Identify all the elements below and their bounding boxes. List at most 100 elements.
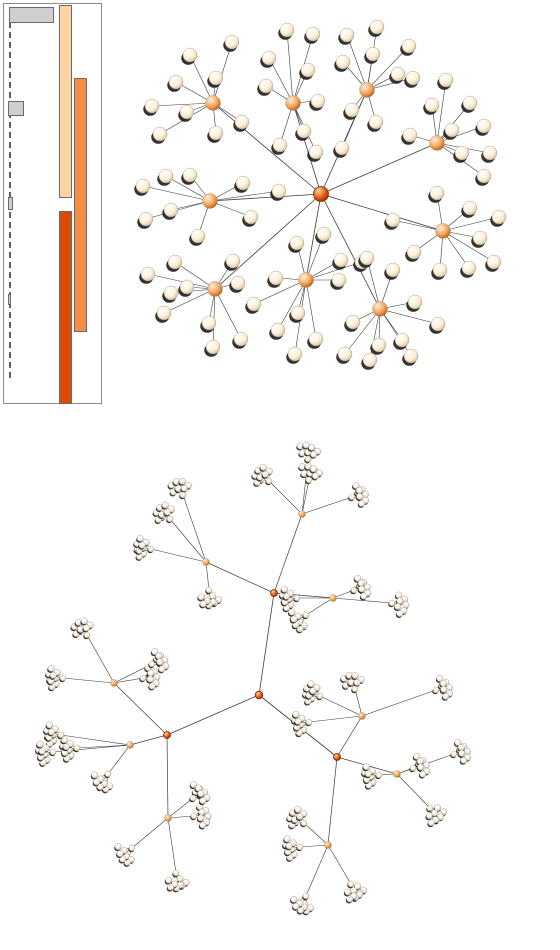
tree-level-3-node[interactable] xyxy=(305,476,313,485)
tree-leaf-node[interactable] xyxy=(148,682,156,691)
radial-leaf-node[interactable] xyxy=(384,212,401,230)
radial-hub-node-9[interactable] xyxy=(372,301,388,317)
tree-leaf-node[interactable] xyxy=(62,743,70,752)
tree-leaf-node[interactable] xyxy=(47,728,55,737)
tree-leaf-node[interactable] xyxy=(439,685,448,694)
radial-leaf-node[interactable] xyxy=(431,262,448,280)
tree-leaf-node[interactable] xyxy=(259,463,267,472)
radial-leaf-node[interactable] xyxy=(315,226,332,244)
radial-hub-node-3[interactable] xyxy=(359,82,375,98)
radial-leaf-node[interactable] xyxy=(475,168,492,186)
tree-level-3-node[interactable] xyxy=(59,674,67,683)
tree-leaf-node[interactable] xyxy=(343,888,352,897)
tree-level-2-node[interactable] xyxy=(329,594,337,602)
radial-leaf-node[interactable] xyxy=(207,125,224,143)
tree-leaf-node[interactable] xyxy=(114,843,122,852)
tree-leaf-node[interactable] xyxy=(309,465,317,474)
radial-leaf-node[interactable] xyxy=(367,114,384,132)
tree-leaf-node[interactable] xyxy=(288,608,296,617)
radial-leaf-node[interactable] xyxy=(453,145,470,163)
radial-leaf-node[interactable] xyxy=(471,230,488,248)
tree-level-3-node[interactable] xyxy=(147,545,155,554)
tree-level-3-node[interactable] xyxy=(57,731,65,740)
tree-leaf-node[interactable] xyxy=(196,814,205,823)
tree-level-3-node[interactable] xyxy=(128,844,136,853)
radial-leaf-node[interactable] xyxy=(204,339,221,357)
tree-leaf-node[interactable] xyxy=(292,710,300,719)
tree-leaf-node[interactable] xyxy=(37,753,45,762)
radial-leaf-node[interactable] xyxy=(389,66,406,84)
radial-leaf-node[interactable] xyxy=(384,262,401,280)
tree-level-3-node[interactable] xyxy=(139,674,147,683)
tree-leaf-node[interactable] xyxy=(90,771,99,780)
tree-leaf-node[interactable] xyxy=(345,895,354,904)
radial-leaf-node[interactable] xyxy=(178,279,195,297)
tree-leaf-node[interactable] xyxy=(198,797,207,806)
tree-level-3-node[interactable] xyxy=(432,686,440,695)
radial-leaf-node[interactable] xyxy=(162,202,179,220)
tree-leaf-node[interactable] xyxy=(49,671,57,680)
tree-leaf-node[interactable] xyxy=(292,902,300,911)
radial-leaf-node[interactable] xyxy=(271,137,288,155)
radial-leaf-node[interactable] xyxy=(137,211,154,229)
radial-leaf-node[interactable] xyxy=(134,178,151,196)
tree-leaf-node[interactable] xyxy=(47,664,55,673)
radial-leaf-node[interactable] xyxy=(443,122,460,140)
radial-leaf-node[interactable] xyxy=(181,167,198,185)
tree-level-3-node[interactable] xyxy=(302,611,310,620)
tree-leaf-node[interactable] xyxy=(62,754,71,763)
radial-leaf-node[interactable] xyxy=(166,254,183,272)
tree-level-2-node[interactable] xyxy=(358,712,366,720)
tree-leaf-node[interactable] xyxy=(416,763,425,772)
radial-leaf-node[interactable] xyxy=(242,209,259,227)
radial-leaf-node[interactable] xyxy=(370,337,387,355)
radial-leaf-node[interactable] xyxy=(490,209,507,227)
tree-leaf-node[interactable] xyxy=(96,783,104,792)
tree-level-3-node[interactable] xyxy=(302,892,310,901)
tree-leaf-node[interactable] xyxy=(427,819,435,828)
tree-leaf-node[interactable] xyxy=(135,553,143,561)
radial-leaf-node[interactable] xyxy=(336,346,353,364)
radial-leaf-node[interactable] xyxy=(406,294,423,312)
radial-leaf-node[interactable] xyxy=(200,315,217,333)
radial-leaf-node[interactable] xyxy=(269,322,286,340)
tree-leaf-node[interactable] xyxy=(282,592,291,601)
tree-leaf-node[interactable] xyxy=(290,895,298,904)
radial-leaf-node[interactable] xyxy=(429,316,446,334)
radial-leaf-node[interactable] xyxy=(364,46,381,64)
tree-leaf-node[interactable] xyxy=(345,671,353,680)
tree-leaf-node[interactable] xyxy=(395,610,404,619)
tree-leaf-node[interactable] xyxy=(290,816,299,825)
tree-leaf-node[interactable] xyxy=(161,501,169,510)
radial-leaf-node[interactable] xyxy=(344,314,361,332)
tree-leaf-node[interactable] xyxy=(309,687,317,696)
tree-leaf-node[interactable] xyxy=(38,747,46,756)
tree-leaf-node[interactable] xyxy=(418,770,427,779)
tree-leaf-node[interactable] xyxy=(60,736,68,745)
tree-level-3-node[interactable] xyxy=(179,491,187,500)
tree-leaf-node[interactable] xyxy=(135,547,143,555)
radial-leaf-node[interactable] xyxy=(143,98,160,116)
tree-leaf-node[interactable] xyxy=(357,500,366,508)
tree-level-3-node[interactable] xyxy=(205,586,213,595)
radial-leaf-node[interactable] xyxy=(278,22,295,40)
radial-hub-node-5[interactable] xyxy=(202,193,218,209)
tree-leaf-node[interactable] xyxy=(253,479,261,487)
tree-leaf-node[interactable] xyxy=(180,484,188,493)
radial-leaf-node[interactable] xyxy=(330,272,347,290)
tree-level-3-node[interactable] xyxy=(409,764,417,773)
tree-leaf-node[interactable] xyxy=(164,876,173,885)
radial-hub-node-6[interactable] xyxy=(435,223,451,239)
tree-leaf-node[interactable] xyxy=(300,470,308,479)
tree-level-3-node[interactable] xyxy=(172,869,180,878)
tree-level-3-node[interactable] xyxy=(426,804,434,813)
tree-leaf-node[interactable] xyxy=(362,763,370,772)
radial-hub-node-1[interactable] xyxy=(205,95,221,111)
radial-leaf-node[interactable] xyxy=(460,260,477,278)
tree-level-2-node[interactable] xyxy=(324,841,332,849)
radial-leaf-node[interactable] xyxy=(233,114,250,132)
tree-leaf-node[interactable] xyxy=(116,850,124,859)
tree-level-3-node[interactable] xyxy=(296,843,304,852)
radial-leaf-node[interactable] xyxy=(461,200,478,218)
tree-level-3-node[interactable] xyxy=(148,660,156,669)
